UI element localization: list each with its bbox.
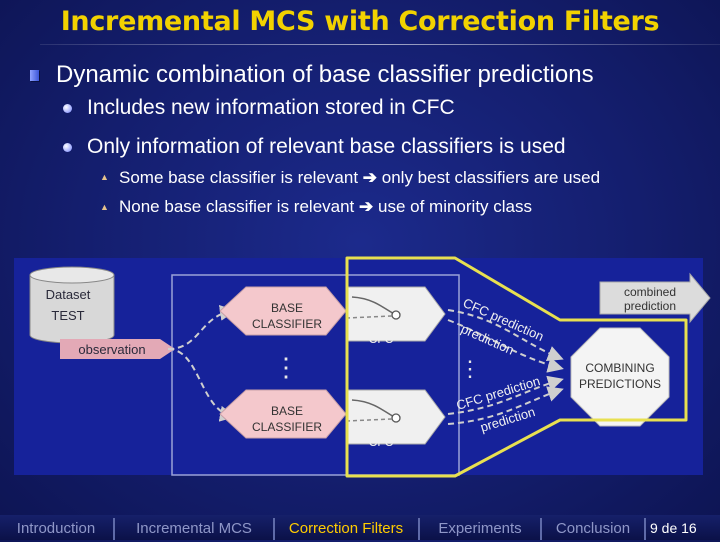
mcs-diagram: Dataset TEST observation BASE CLASSIFIER… xyxy=(14,256,711,478)
combined-label: combined xyxy=(624,285,676,299)
nav-incremental-mcs[interactable]: Incremental MCS xyxy=(136,520,252,537)
classifier-frame xyxy=(171,274,460,476)
combining-predictions-node xyxy=(570,327,670,427)
dataset-icon xyxy=(29,266,115,344)
dataset-label: Dataset xyxy=(46,287,91,302)
nav-divider xyxy=(644,518,646,540)
bullet-text: Some base classifier is relevant xyxy=(119,168,359,187)
nav-correction-filters[interactable]: Correction Filters xyxy=(288,520,404,537)
bullet-text: use of minority class xyxy=(378,197,532,216)
small-bullet-icon: ▲ xyxy=(100,202,109,212)
nav-conclusion[interactable]: Conclusion xyxy=(555,520,631,537)
dataset-test-label: TEST xyxy=(51,308,84,323)
slide-title: Incremental MCS with Correction Filters xyxy=(60,6,660,37)
page-number: 9 de 16 xyxy=(650,520,697,536)
nav-experiments[interactable]: Experiments xyxy=(438,520,522,537)
base-classifier-label: BASE xyxy=(271,404,303,418)
combining-label: COMBINING xyxy=(585,361,654,375)
cfc-label: CFC xyxy=(369,332,394,346)
combining-label: PREDICTIONS xyxy=(579,377,661,391)
base-classifier-2 xyxy=(219,389,347,439)
ellipsis-icon: ⋮ xyxy=(459,356,481,381)
nav-introduction[interactable]: Introduction xyxy=(16,520,96,537)
footer-background xyxy=(0,515,720,540)
ellipsis-icon: ⋮ xyxy=(273,352,299,382)
bullet-level2: Only information of relevant base classi… xyxy=(87,135,566,158)
bullet-level1: Dynamic combination of base classifier p… xyxy=(56,61,594,88)
base-classifier-1 xyxy=(219,286,347,336)
correction-filter-highlight xyxy=(345,256,688,478)
bullet-text: None base classifier is relevant xyxy=(119,197,355,216)
base-classifier-label: CLASSIFIER xyxy=(252,317,322,331)
nav-divider xyxy=(113,518,115,540)
bullet-text: only best classifiers are used xyxy=(381,168,601,187)
combined-prediction-arrow xyxy=(599,272,711,324)
combined-label: prediction xyxy=(624,299,676,313)
small-bullet-icon: ▲ xyxy=(100,172,109,182)
cfc-label: CFC xyxy=(369,435,394,449)
nav-divider xyxy=(273,518,275,540)
right-arrow-icon: ➔ xyxy=(359,197,374,216)
base-classifier-label: BASE xyxy=(271,301,303,315)
bullet-level3: None base classifier is relevant ➔ use o… xyxy=(119,197,532,217)
bullet-level3: Some base classifier is relevant ➔ only … xyxy=(119,168,600,188)
footer-bar xyxy=(0,515,720,540)
observation-label: observation xyxy=(78,342,145,357)
nav-divider xyxy=(540,518,542,540)
title-rule xyxy=(40,44,720,45)
observation-arrow xyxy=(60,339,175,359)
round-bullet-icon xyxy=(63,104,72,113)
base-classifier-label: CLASSIFIER xyxy=(252,420,322,434)
nav-divider xyxy=(418,518,420,540)
right-arrow-icon: ➔ xyxy=(362,168,378,187)
square-bullet-icon xyxy=(30,70,39,81)
round-bullet-icon xyxy=(63,143,72,152)
bullet-level2: Includes new information stored in CFC xyxy=(87,96,455,119)
